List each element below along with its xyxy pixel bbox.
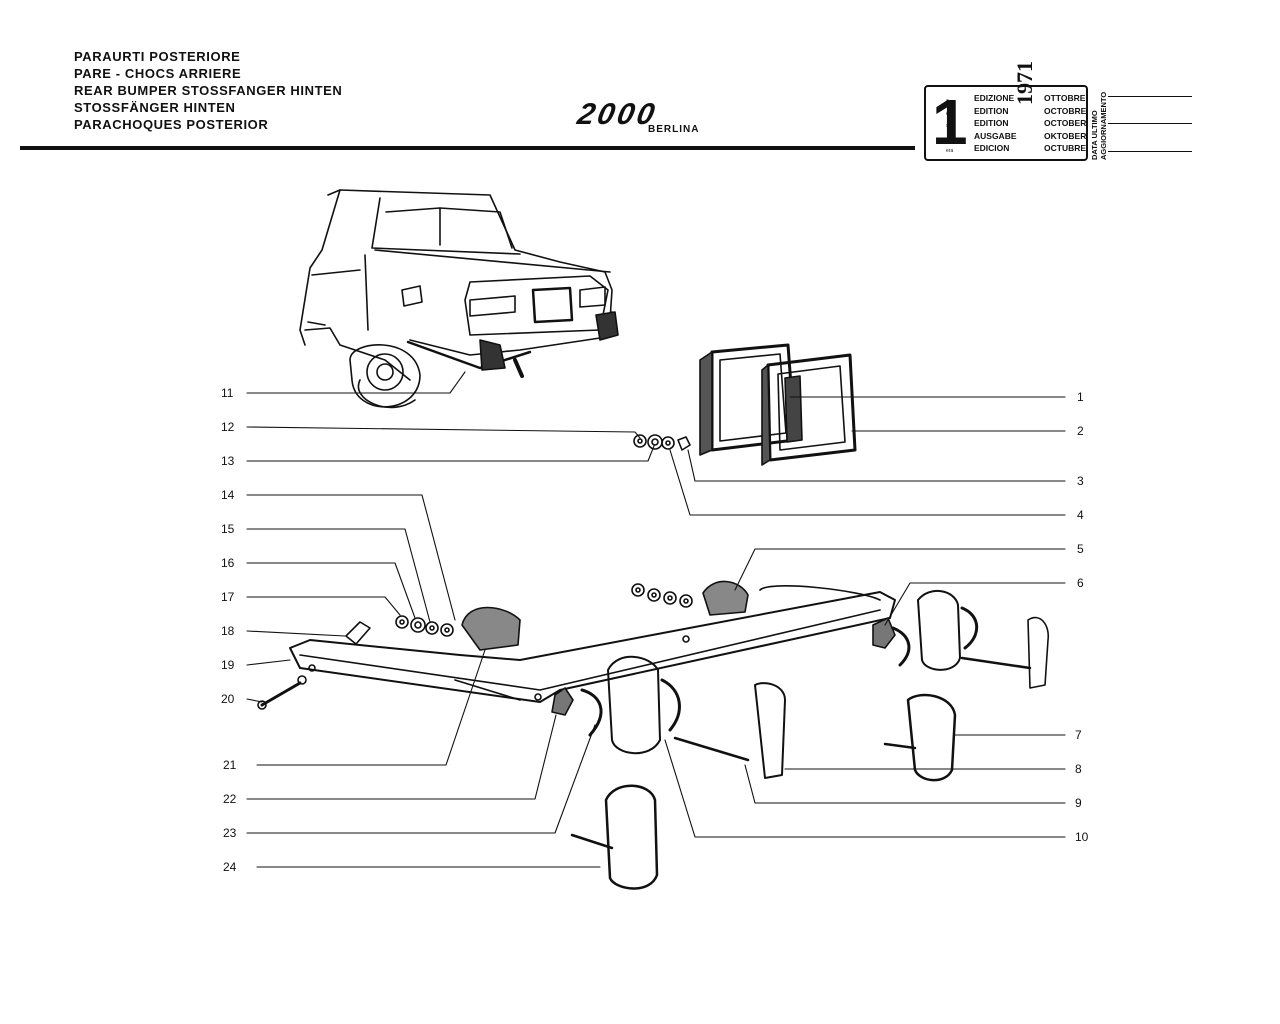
callout-number: 14 xyxy=(221,488,235,502)
callout-number: 1 xyxy=(1077,390,1084,404)
title-block: PARAURTI POSTERIORE PARE - CHOCS ARRIERE… xyxy=(74,48,342,133)
washers-nuts xyxy=(395,583,693,637)
leader-lines xyxy=(246,371,1066,868)
plate-lamp-frame xyxy=(699,343,857,466)
edition-label: EDITION xyxy=(974,105,1009,116)
edition-suffix: era xyxy=(946,148,954,154)
edition-suffix: ère xyxy=(946,110,954,117)
model-subtitle: BERLINA xyxy=(648,124,700,135)
callout-number: 24 xyxy=(223,860,237,874)
callout-number: 11 xyxy=(221,386,234,400)
callout-number: 5 xyxy=(1077,542,1084,556)
title-english: REAR BUMPER STOSSFANGER HINTEN xyxy=(74,83,343,98)
callout-number: 4 xyxy=(1077,508,1084,522)
overrider-bottom xyxy=(570,784,659,890)
overrider-left xyxy=(551,655,750,762)
spacer-and-bolt xyxy=(257,621,371,710)
callout-number: 9 xyxy=(1075,796,1082,810)
edition-label: EDICION xyxy=(974,143,1010,153)
title-french: PARE - CHOCS ARRIERE xyxy=(74,66,242,81)
overrider-right xyxy=(754,590,1050,782)
edition-label: EDITION xyxy=(974,118,1009,128)
callout-number: 18 xyxy=(221,624,235,638)
callout-number: 10 xyxy=(1075,830,1089,844)
edition-months: OTTOBRE OCTOBRE OCTOBER OKTOBER OCTUBRE xyxy=(1044,92,1086,155)
edition-month: OCTOBER xyxy=(1044,118,1087,128)
callout-number: 16 xyxy=(221,556,235,570)
edition-labels: EDIZIONE EDITION EDITION AUSGABE EDICION xyxy=(974,92,1017,155)
edition-month: OTTOBRE xyxy=(1044,93,1086,103)
edition-box: 1 a ère st - era EDIZIONE EDITION EDITIO… xyxy=(924,85,1088,161)
edition-month: OCTOBRE xyxy=(1044,105,1087,116)
callout-number: 22 xyxy=(223,792,237,806)
edition-suffixes: a ère st - era xyxy=(946,95,953,158)
edition-number: 1 xyxy=(932,86,968,158)
edition-label: AUSGABE xyxy=(974,130,1017,141)
rubber-buffers xyxy=(461,580,749,651)
update-line xyxy=(1108,123,1192,124)
callout-number: 13 xyxy=(221,454,235,468)
callout-number: 3 xyxy=(1077,474,1084,488)
title-spanish: PARACHOQUES POSTERIOR xyxy=(74,117,269,132)
callout-number: 2 xyxy=(1077,424,1084,438)
edition-month: OCTUBRE xyxy=(1044,143,1087,153)
callout-number: 19 xyxy=(221,658,235,672)
callout-number: 8 xyxy=(1075,762,1082,776)
callout-number: 7 xyxy=(1075,728,1082,742)
edition-suffix: st xyxy=(946,123,950,129)
edition-suffix: - xyxy=(946,135,948,142)
plate-hardware xyxy=(633,434,691,451)
edition-month: OKTOBER xyxy=(1044,130,1087,141)
update-line xyxy=(1108,96,1192,97)
callout-number: 17 xyxy=(221,590,235,604)
callout-number: 6 xyxy=(1077,576,1084,590)
header-divider xyxy=(20,146,915,150)
edition-suffix: a xyxy=(946,98,949,104)
title-italian: PARAURTI POSTERIORE xyxy=(74,49,241,64)
callout-number: 23 xyxy=(223,826,237,840)
edition-label: EDIZIONE xyxy=(974,93,1015,103)
bumper-bar xyxy=(289,585,896,703)
car-rear-illustration xyxy=(299,189,619,409)
callout-number: 20 xyxy=(221,692,235,706)
callout-number: 12 xyxy=(221,420,235,434)
update-line xyxy=(1108,151,1192,152)
callout-number: 21 xyxy=(223,758,237,772)
callout-number: 15 xyxy=(221,522,235,536)
title-german: STOSSFÄNGER HINTEN xyxy=(74,100,236,115)
